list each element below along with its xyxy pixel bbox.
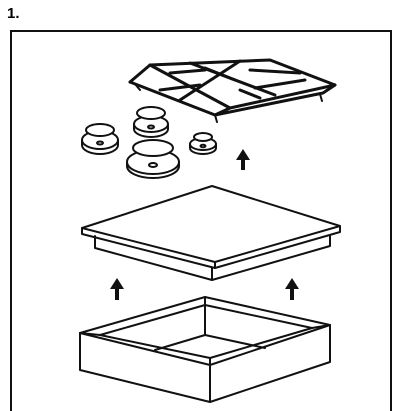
up-arrow-icon bbox=[110, 278, 124, 300]
burner-cap-small-right bbox=[189, 132, 217, 155]
burner-cap-large bbox=[126, 139, 180, 179]
hob-top-plate bbox=[81, 185, 341, 281]
burner-cap-medium bbox=[133, 106, 169, 138]
up-arrow-icon bbox=[236, 149, 250, 170]
burner-cap-small-left bbox=[81, 123, 119, 155]
step-number: 1. bbox=[7, 5, 20, 22]
illustration-frame bbox=[10, 30, 392, 411]
pan-support-grid bbox=[128, 58, 337, 123]
up-arrow-icon bbox=[285, 278, 299, 300]
base-tray bbox=[79, 296, 331, 403]
